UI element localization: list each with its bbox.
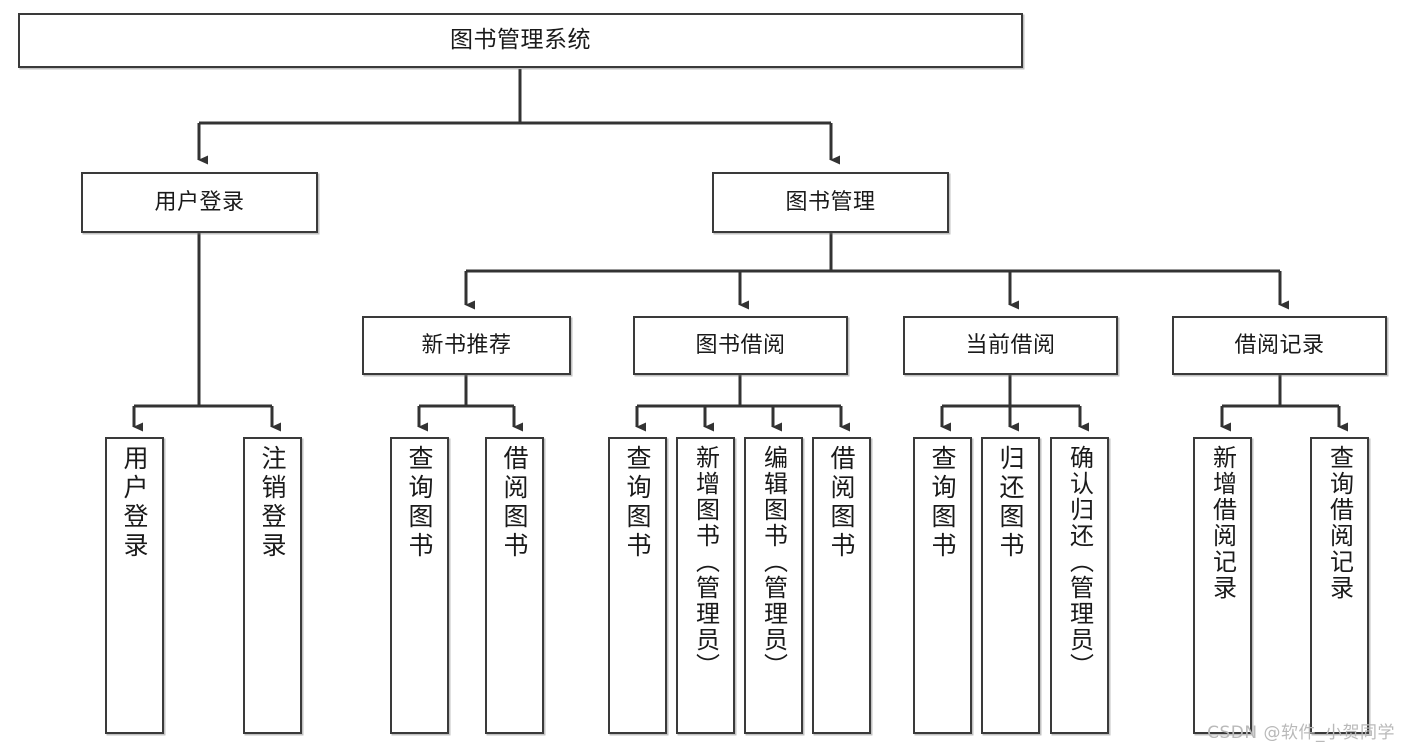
node-label: 确认归还（管理员）	[1065, 445, 1094, 679]
node-label: 图书管理系统	[450, 26, 591, 53]
node-label: 当前借阅	[965, 332, 1056, 358]
csdn-watermark: CSDN @软件_小贺同学	[1207, 723, 1395, 743]
node-label: 借阅图书	[827, 445, 856, 561]
node-label: 查询图书	[623, 445, 652, 561]
node-leaf-query-book-current[interactable]: 查询图书	[913, 437, 972, 734]
node-label: 查询借阅记录	[1325, 445, 1354, 601]
node-leaf-query-borrowing-record[interactable]: 查询借阅记录	[1310, 437, 1369, 734]
node-label: 归还图书	[996, 445, 1025, 561]
node-leaf-borrow-book-borrowing[interactable]: 借阅图书	[812, 437, 871, 734]
node-label: 注销登录	[258, 445, 287, 561]
node-current-borrowing[interactable]: 当前借阅	[903, 316, 1118, 375]
node-label: 借阅图书	[500, 445, 529, 561]
node-label: 图书借阅	[695, 332, 786, 358]
node-leaf-return-book[interactable]: 归还图书	[981, 437, 1040, 734]
node-book-borrowing[interactable]: 图书借阅	[633, 316, 848, 375]
node-label: 借阅记录	[1234, 332, 1325, 358]
node-leaf-confirm-return-admin[interactable]: 确认归还（管理员）	[1050, 437, 1109, 734]
node-leaf-edit-book-admin[interactable]: 编辑图书（管理员）	[744, 437, 803, 734]
node-leaf-add-borrowing-record[interactable]: 新增借阅记录	[1193, 437, 1252, 734]
node-label: 新增图书（管理员）	[691, 445, 720, 679]
node-label: 查询图书	[405, 445, 434, 561]
node-label: 图书管理	[785, 189, 876, 215]
node-borrowing-record[interactable]: 借阅记录	[1172, 316, 1387, 375]
node-label: 查询图书	[928, 445, 957, 561]
node-label: 新增借阅记录	[1208, 445, 1237, 601]
node-leaf-query-book-recommendation[interactable]: 查询图书	[390, 437, 449, 734]
node-leaf-query-book-borrowing[interactable]: 查询图书	[608, 437, 667, 734]
node-root-book-management-system[interactable]: 图书管理系统	[18, 13, 1023, 68]
node-user-login[interactable]: 用户登录	[81, 172, 318, 233]
node-leaf-logout[interactable]: 注销登录	[243, 437, 302, 734]
node-book-management[interactable]: 图书管理	[712, 172, 949, 233]
node-leaf-borrow-book-recommendation[interactable]: 借阅图书	[485, 437, 544, 734]
node-label: 新书推荐	[421, 332, 512, 358]
node-new-book-recommendation[interactable]: 新书推荐	[362, 316, 571, 375]
node-label: 用户登录	[154, 189, 245, 215]
node-label: 编辑图书（管理员）	[759, 445, 788, 679]
node-leaf-user-login[interactable]: 用户登录	[105, 437, 164, 734]
node-leaf-add-book-admin[interactable]: 新增图书（管理员）	[676, 437, 735, 734]
node-label: 用户登录	[120, 445, 149, 561]
